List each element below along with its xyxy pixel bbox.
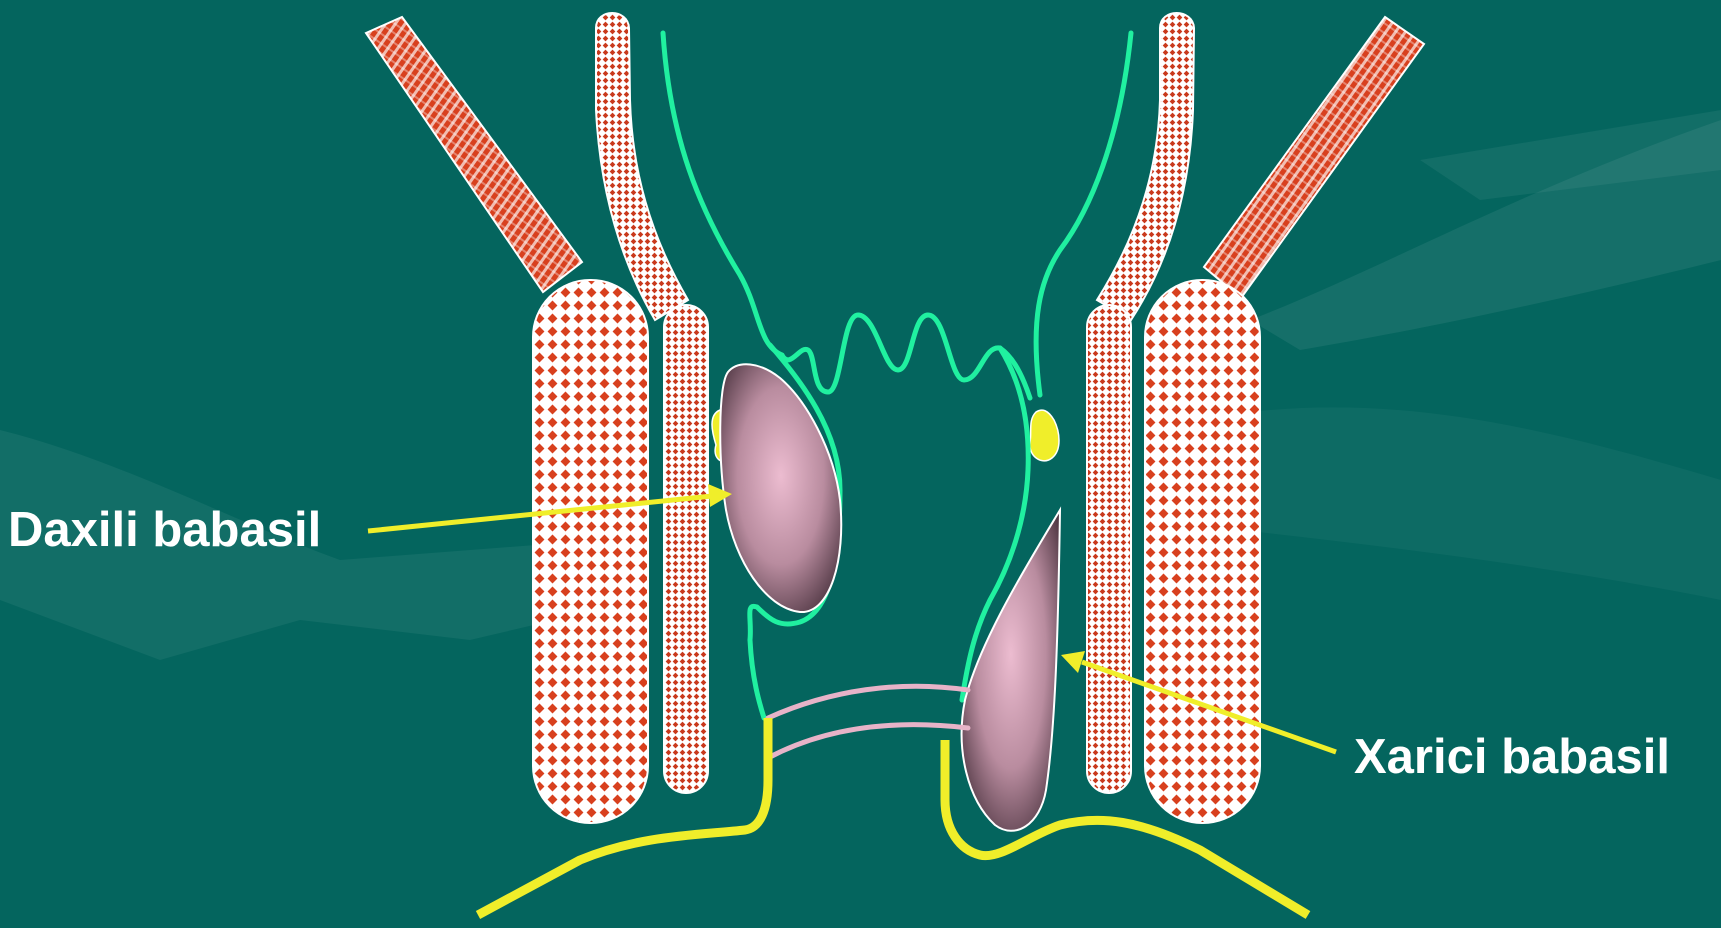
internal-hemorrhoid-label: Daxili babasil [8, 506, 321, 555]
left-longitudinal-muscle [596, 13, 688, 320]
internal-hemorrhoid [720, 364, 841, 612]
background-shapes [0, 110, 1721, 660]
right-lymph-node [1030, 410, 1059, 461]
connector-lines [768, 686, 968, 758]
right-internal-sphincter [1087, 305, 1131, 793]
right-levator-muscle [1204, 17, 1424, 298]
left-levator-muscle [366, 17, 582, 292]
left-external-sphincter [533, 280, 648, 823]
left-internal-sphincter [664, 305, 708, 793]
external-hemorrhoid-label: Xarici babasil [1354, 733, 1670, 782]
right-external-sphincter [1145, 280, 1260, 823]
right-longitudinal-muscle [1097, 13, 1194, 320]
